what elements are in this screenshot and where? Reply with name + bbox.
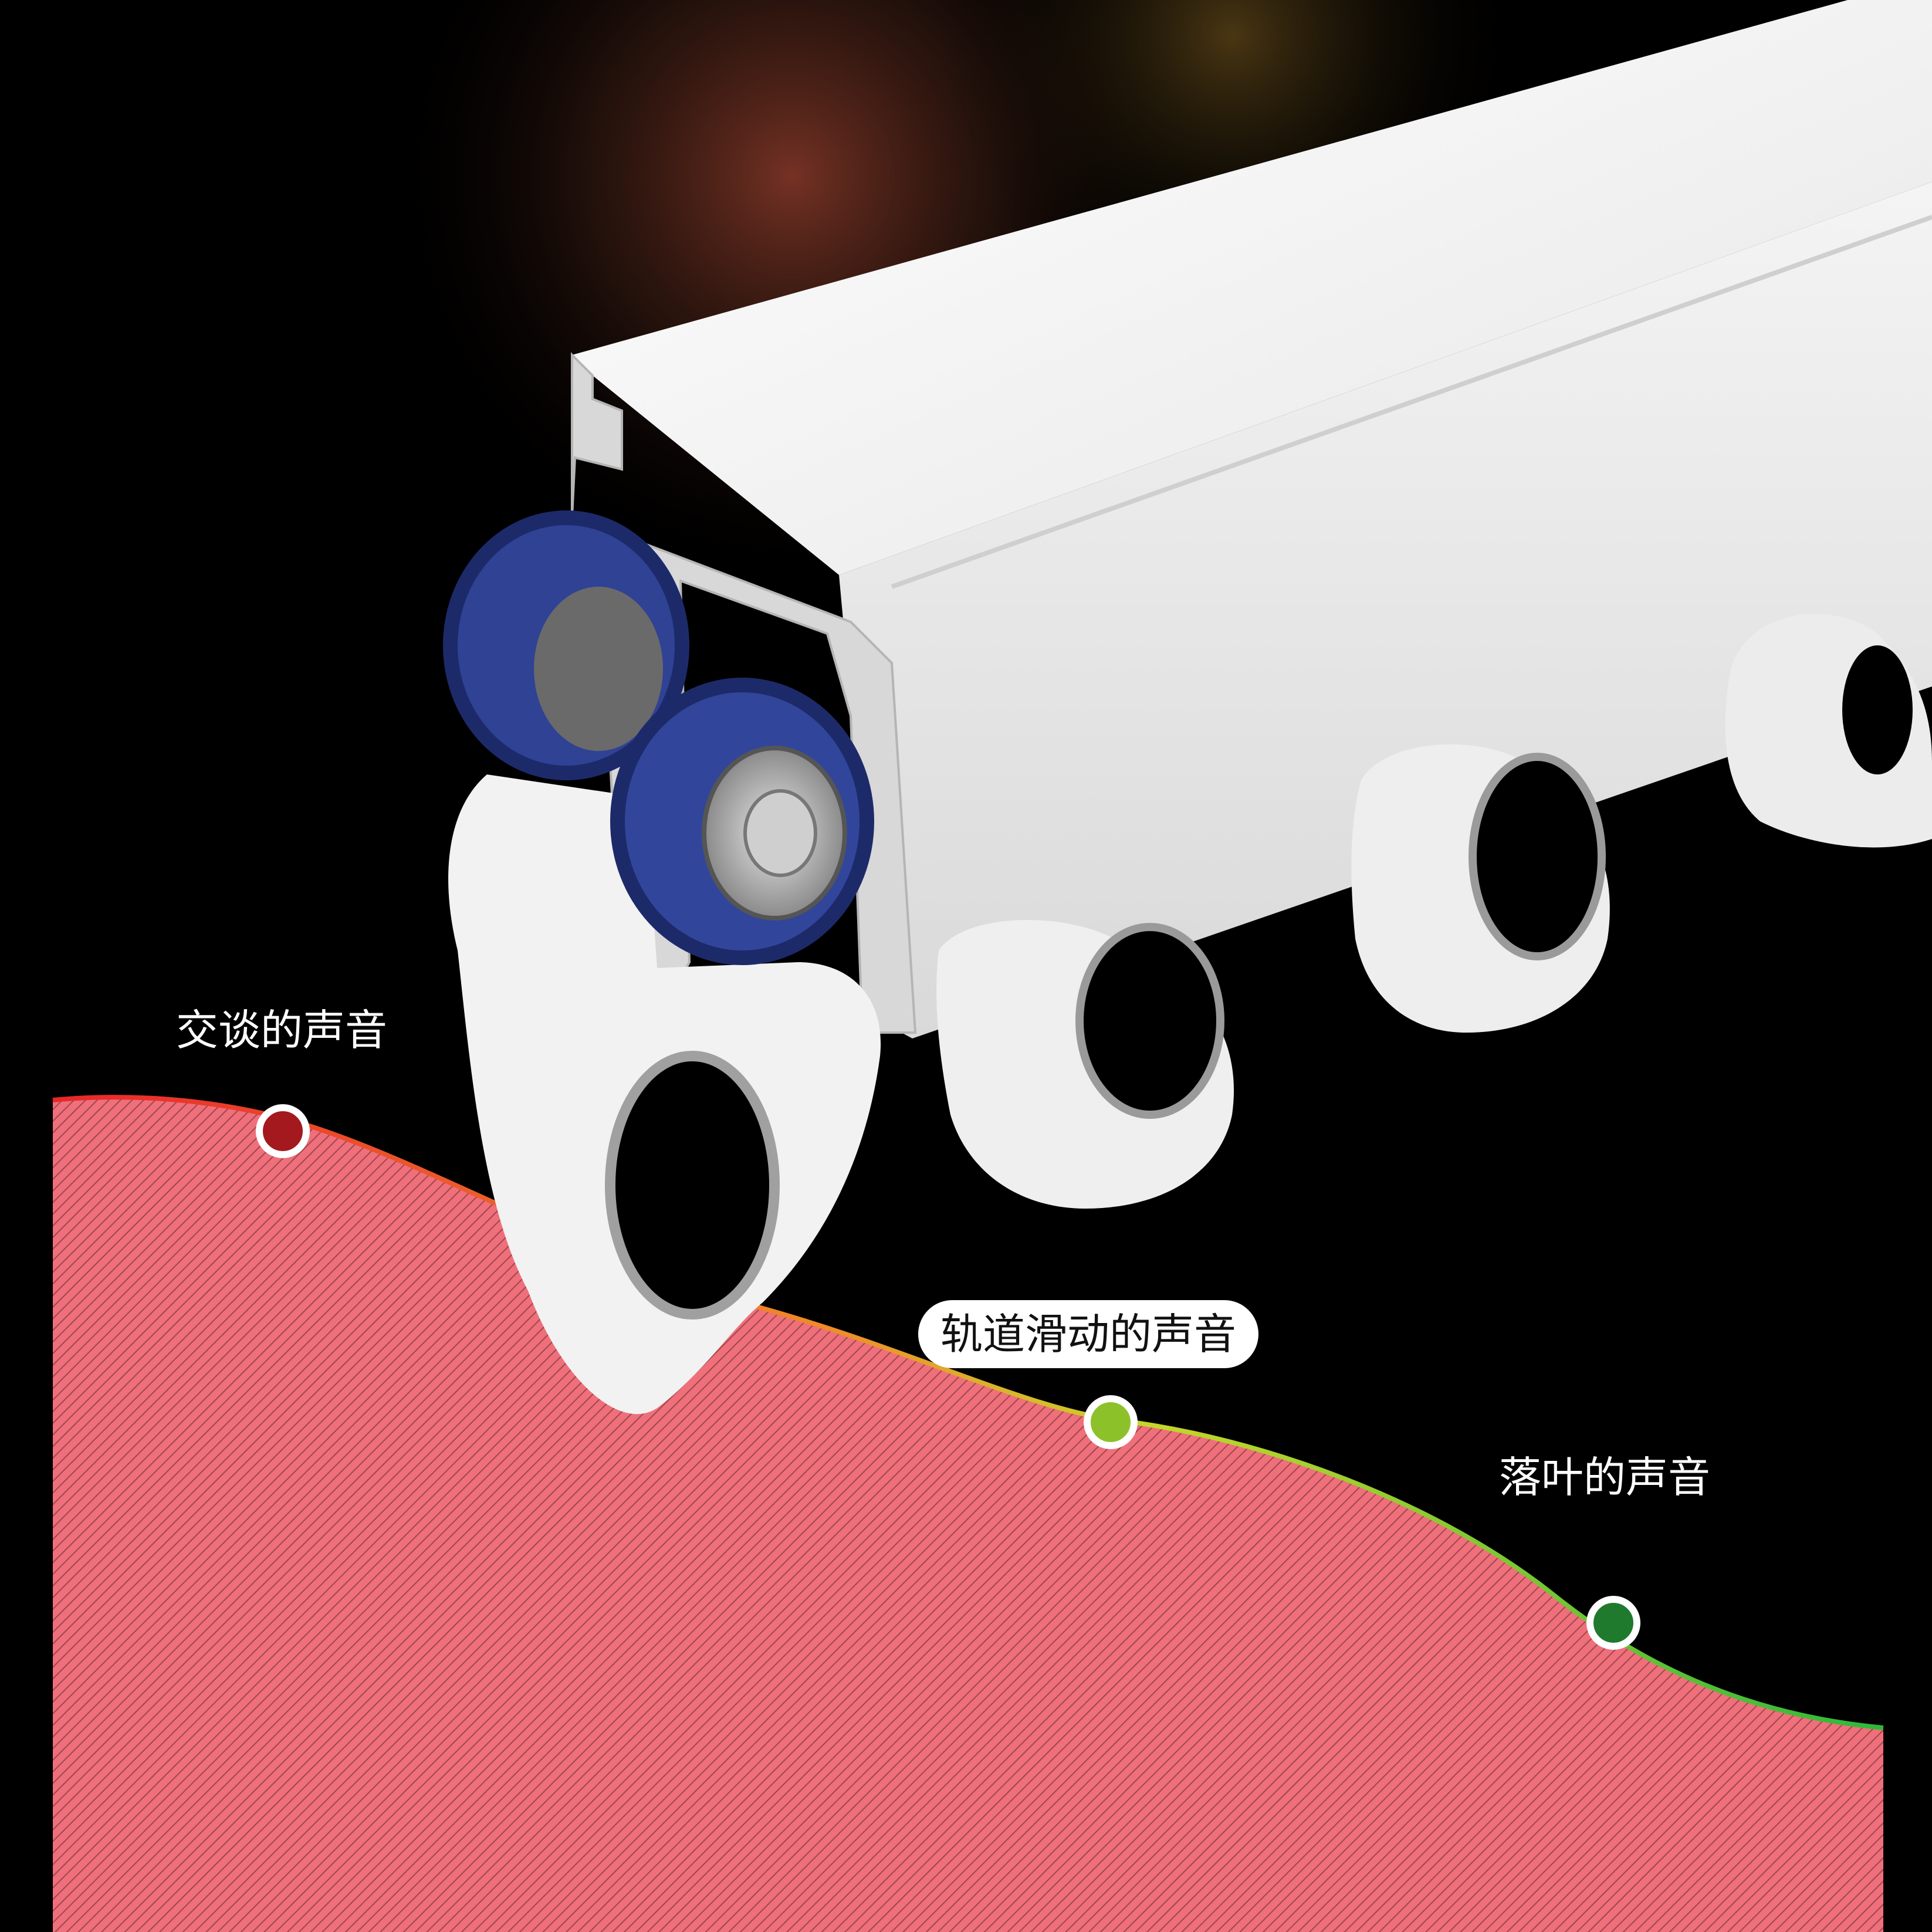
talking-marker [256,1104,310,1158]
track-sliding-sound-label: 轨道滑动的声音 [918,1300,1259,1368]
track-sliding-marker [1084,1395,1138,1449]
rail-wheels [443,510,874,965]
talking-sound-label: 交谈的声音 [176,1006,388,1055]
falling-leaves-sound-label: 落叶的声音 [1499,1453,1711,1502]
curve-markers [256,1104,1640,1650]
rail-hooks [448,614,1932,1415]
falling-leaves-marker [1586,1596,1640,1650]
